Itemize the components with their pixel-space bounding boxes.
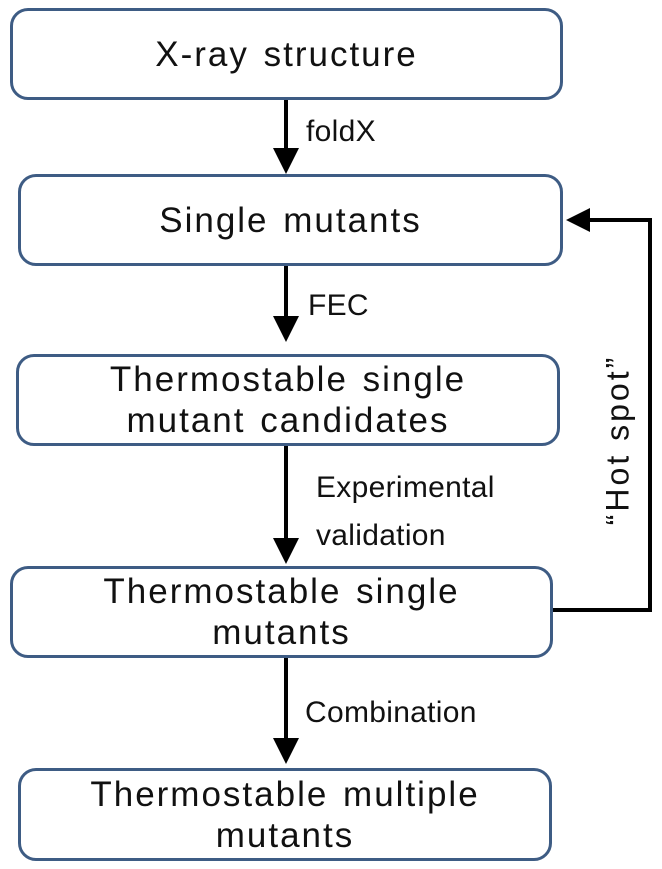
node-single-mutants: Single mutants [18,174,563,266]
edge-label-experimental: Experimental [316,471,495,504]
node-thermo-multiple-line1: Thermostable multiple [90,774,480,814]
arrow-combination [273,658,299,764]
edge-label-validation: validation [316,519,446,552]
node-thermo-single-line2: mutants [212,613,351,652]
arrow-foldx [273,98,299,174]
edge-label-combination: Combination [305,696,477,729]
edge-label-fec: FEC [308,289,369,322]
edge-label-hot-spot: “Hot spot” [599,354,636,526]
node-candidates-line2: mutant candidates [126,401,450,440]
node-single-mutants-label: Single mutants [159,200,422,240]
node-xray-structure-label: X-ray structure [155,34,418,74]
arrow-experimental [273,446,299,564]
arrow-fec [273,266,299,342]
node-thermostable-multiple-mutants: Thermostable multiple mutants [18,768,552,861]
node-thermo-multiple-line2: mutants [215,815,355,855]
node-thermostable-single-mutants: Thermostable single mutants [10,566,553,658]
node-thermo-single-line1: Thermostable single [103,572,460,611]
node-xray-structure: X-ray structure [10,8,563,100]
edge-label-foldx: foldX [306,115,376,148]
node-candidates-line1: Thermostable single [109,360,467,399]
node-thermostable-single-mutant-candidates: Thermostable single mutant candidates [16,354,560,446]
arrow-hot-spot-loop [553,208,652,612]
